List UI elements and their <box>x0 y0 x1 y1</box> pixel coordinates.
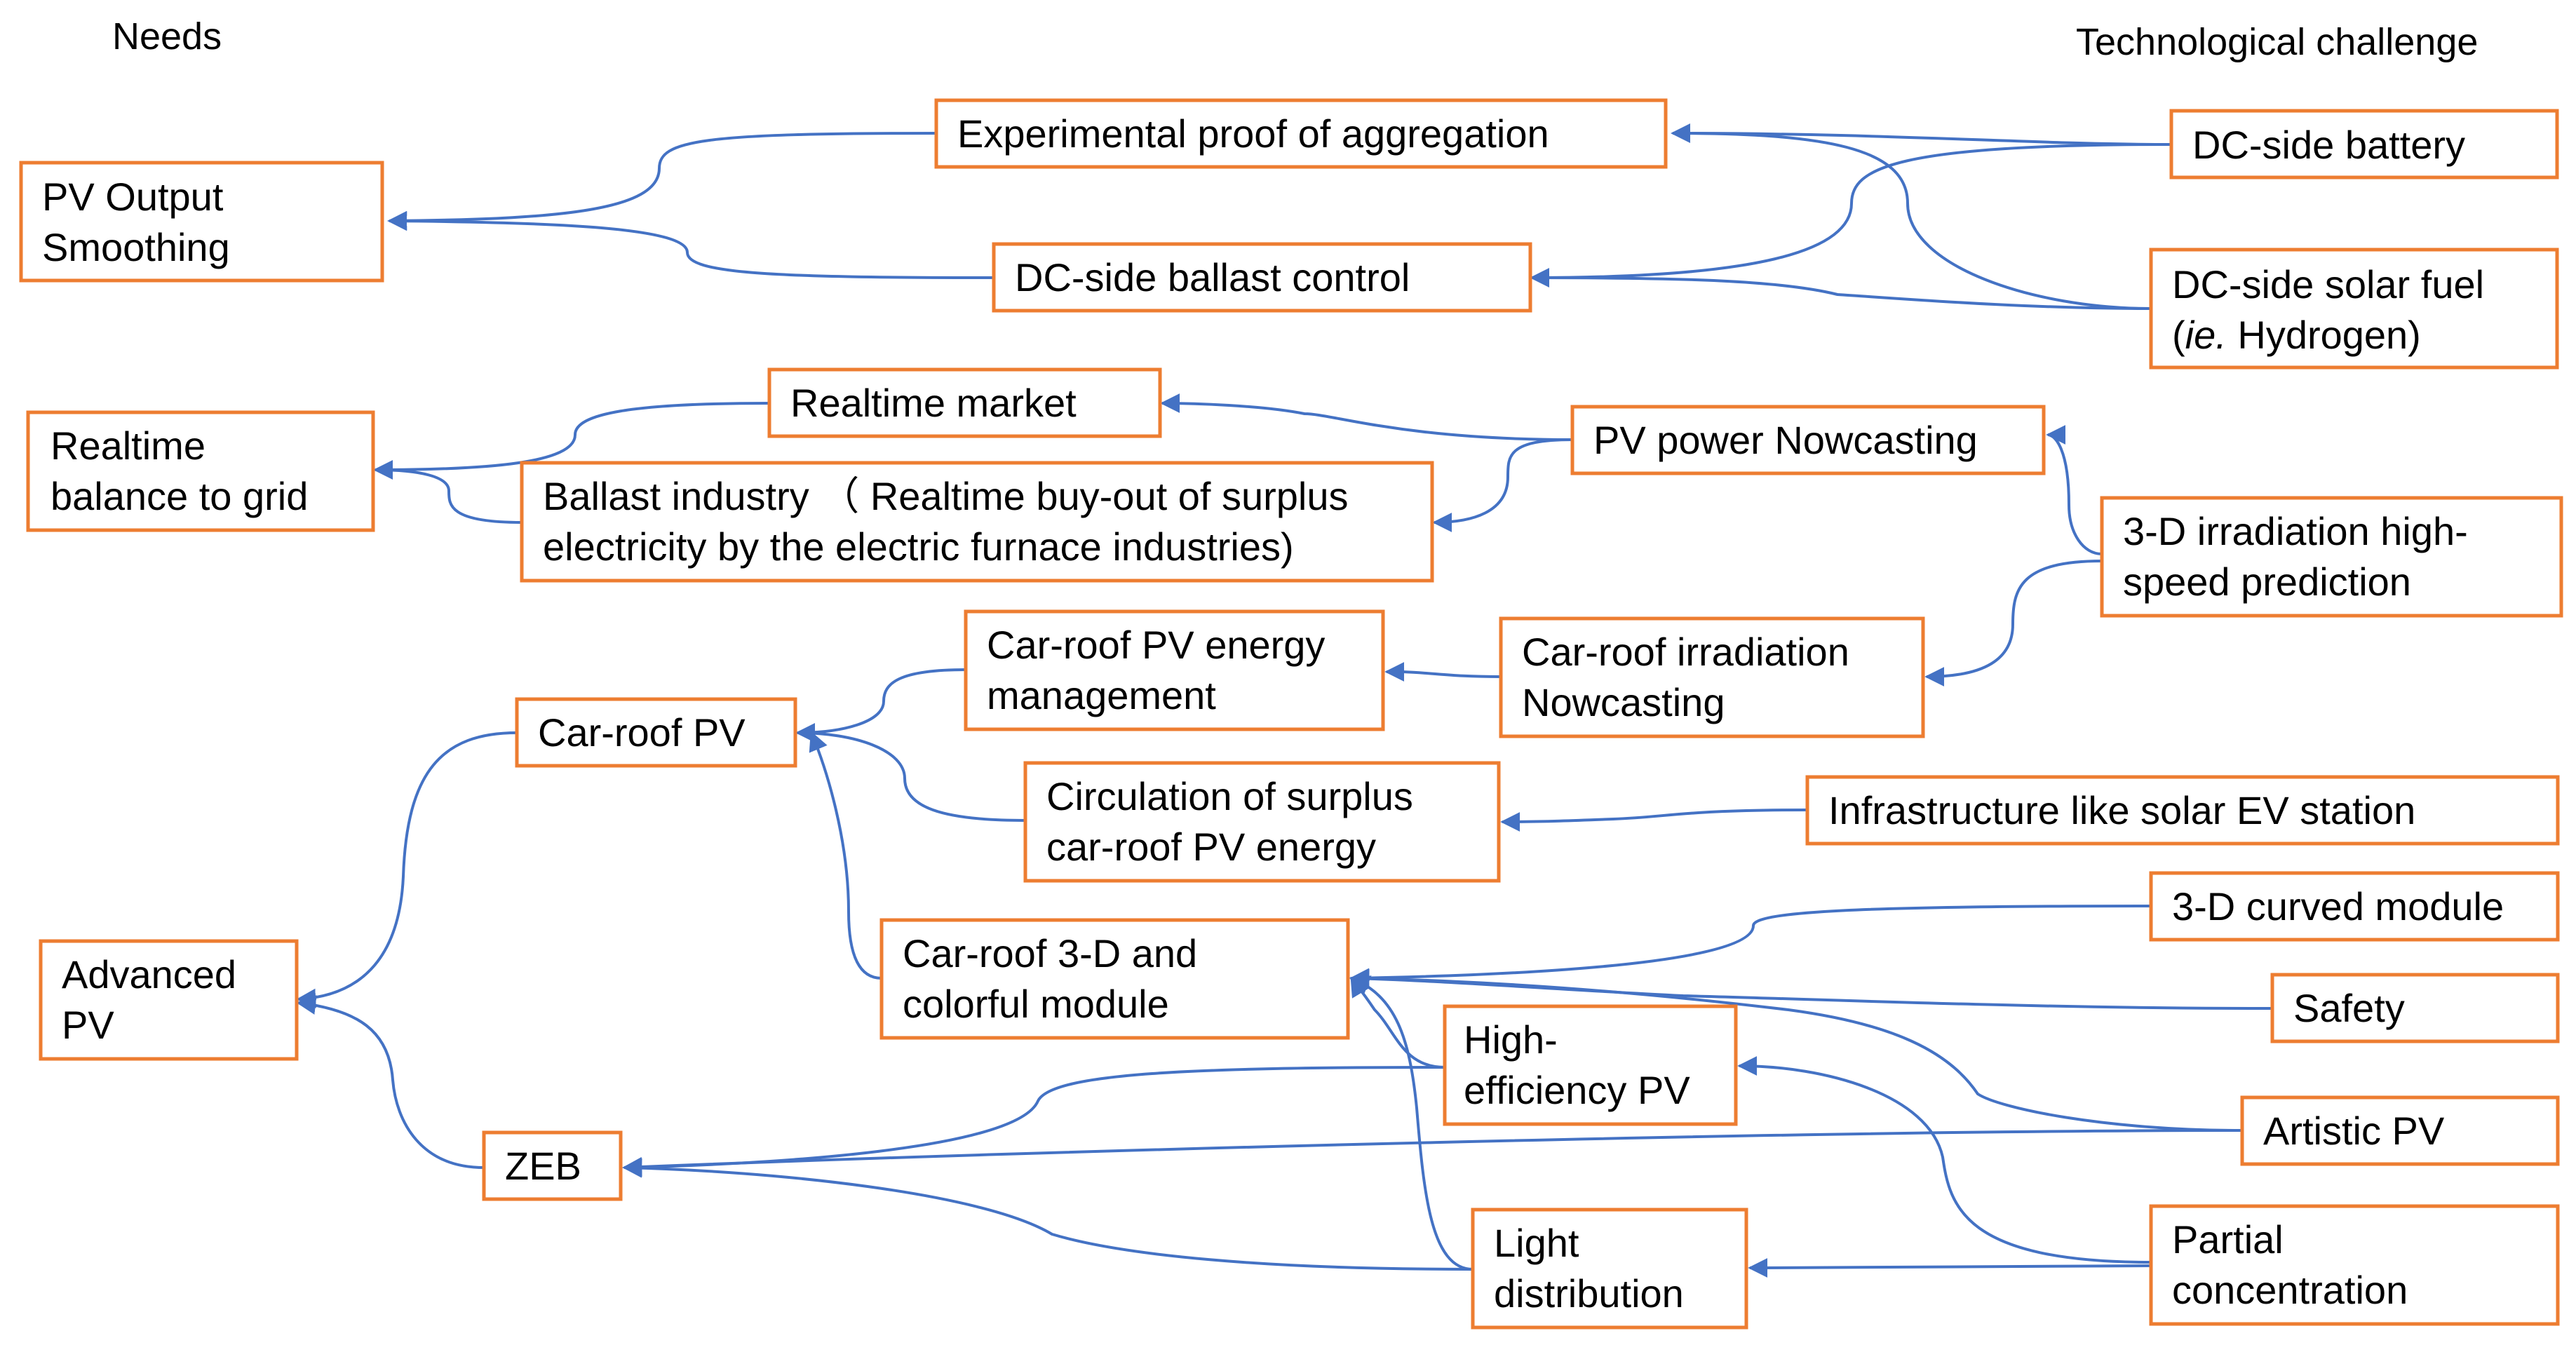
edge-market-to-balance <box>373 402 770 480</box>
edge-car-irradiation-to-energy-mgmt <box>1384 662 1502 682</box>
node-label-line: electricity by the electric furnace indu… <box>543 525 1294 569</box>
node-label-line: (ie. Hydrogen) <box>2172 313 2421 357</box>
node-curved-module: 3-D curved module <box>2149 871 2560 942</box>
tech-challenge-header: Technological challenge <box>2076 21 2478 63</box>
node-label-line: Car-roof 3-D and <box>903 931 1197 975</box>
node-label-line: 3-D irradiation high- <box>2123 509 2468 553</box>
node-realtime-market: Realtime market <box>767 367 1162 438</box>
node-partial-concentration: Partial concentration <box>2149 1204 2560 1326</box>
node-light-distribution: Light distribution <box>1471 1208 1748 1330</box>
edge-experimental-to-smoothing <box>387 132 937 231</box>
node-label-line: Experimental proof of aggregation <box>957 111 1549 156</box>
edge-artistic-to-3d-module <box>1349 968 2243 1132</box>
node-realtime-balance: Realtime balance to grid <box>26 410 375 532</box>
node-label-line: speed prediction <box>2123 560 2411 604</box>
edge-concentration-to-light <box>1748 1257 2152 1278</box>
edge-ballast-industry-to-balance <box>373 460 522 524</box>
edge-ballast-control-to-smoothing <box>387 211 994 279</box>
edge-solar-fuel-to-experimental <box>1671 123 2152 310</box>
edge-artistic-to-zeb <box>622 1129 2243 1177</box>
node-label-line: PV <box>62 1003 114 1047</box>
node-car-roof-irradiation: Car-roof irradiation Nowcasting <box>1499 616 1925 738</box>
node-label-line: Light <box>1494 1221 1579 1265</box>
edge-circulation-to-car-roof-pv <box>795 723 1026 822</box>
node-label-line: Car-roof irradiation <box>1522 630 1849 674</box>
node-label-line: Partial <box>2172 1217 2284 1262</box>
node-label-line: Car-roof PV energy <box>987 623 1325 667</box>
node-high-efficiency-pv: High- efficiency PV <box>1443 1004 1738 1126</box>
node-label-line: DC-side solar fuel <box>2172 262 2484 306</box>
node-car-roof-energy-mgmt: Car-roof PV energy management <box>964 609 1385 731</box>
node-label-line: DC-side battery <box>2192 123 2465 167</box>
node-label-line: car-roof PV energy <box>1046 825 1376 869</box>
node-label-line: ZEB <box>505 1144 581 1188</box>
node-ballast-industry: Ballast industry （ Realtime buy-out of s… <box>520 461 1434 583</box>
node-label-line: concentration <box>2172 1268 2408 1312</box>
edge-prediction-to-nowcasting <box>2046 425 2103 555</box>
edge-zeb-to-advanced <box>296 995 485 1169</box>
node-label-line: Ballast industry （ Realtime buy-out of s… <box>543 474 1349 518</box>
edge-battery-to-ballast-control <box>1530 143 2172 288</box>
edge-concentration-to-high-eff <box>1737 1056 2152 1264</box>
edge-energy-mgmt-to-car-roof-pv <box>795 668 966 743</box>
node-label-line: High- <box>1464 1018 1558 1062</box>
node-label-line: PV power Nowcasting <box>1593 418 1978 462</box>
node-car-roof-3d-module: Car-roof 3-D and colorful module <box>879 918 1350 1040</box>
node-label-line: Realtime <box>50 424 205 468</box>
node-label-line: Advanced <box>62 952 236 996</box>
edge-nowcasting-to-market <box>1160 393 1573 441</box>
node-label-line: efficiency PV <box>1464 1068 1690 1112</box>
edge-curved-to-3d-module <box>1349 905 2152 988</box>
node-zeb: ZEB <box>482 1130 623 1201</box>
node-label-line: Realtime market <box>790 381 1077 425</box>
edge-car-roof-pv-to-advanced <box>296 731 518 1008</box>
node-pv-nowcasting: PV power Nowcasting <box>1570 405 2046 475</box>
edge-solar-fuel-to-ballast-control <box>1530 268 2152 310</box>
node-car-roof-pv: Car-roof PV <box>515 697 797 768</box>
edge-light-to-3d-module <box>1349 975 1474 1271</box>
node-label-line: Circulation of surplus <box>1046 774 1413 818</box>
node-label-line: distribution <box>1494 1271 1684 1316</box>
node-label-line: PV Output <box>42 175 224 219</box>
node-label-line: Nowcasting <box>1522 680 1725 724</box>
needs-header: Needs <box>112 15 222 58</box>
node-dc-battery: DC-side battery <box>2169 109 2559 180</box>
node-label-line: Artistic PV <box>2263 1109 2445 1153</box>
edge-3d-module-to-car-roof-pv <box>809 731 882 980</box>
node-advanced-pv: Advanced PV <box>39 939 299 1061</box>
node-label-line: Safety <box>2293 986 2405 1030</box>
node-label-line: Car-roof PV <box>538 710 746 755</box>
node-label-line: colorful module <box>903 982 1169 1026</box>
node-label-line: Smoothing <box>42 225 230 269</box>
node-label-line: balance to grid <box>50 474 308 518</box>
node-dc-ballast-control: DC-side ballast control <box>992 242 1532 313</box>
node-irradiation-prediction: 3-D irradiation high- speed prediction <box>2100 496 2563 618</box>
node-experimental-proof: Experimental proof of aggregation <box>934 98 1668 169</box>
edge-light-to-zeb <box>622 1158 1474 1271</box>
node-safety: Safety <box>2270 973 2560 1043</box>
node-infrastructure-ev: Infrastructure like solar EV station <box>1805 775 2560 846</box>
node-label-line: management <box>987 673 1216 717</box>
edge-nowcasting-to-ballast-industry <box>1432 438 1573 532</box>
edge-prediction-to-car-irradiation <box>1924 560 2103 687</box>
edges <box>296 123 2273 1278</box>
node-circulation-surplus: Circulation of surplus car-roof PV energ… <box>1023 761 1501 883</box>
node-label-line: 3-D curved module <box>2172 884 2504 928</box>
node-pv-output-smoothing: PV Output Smoothing <box>19 161 384 283</box>
node-label-line: Infrastructure like solar EV station <box>1828 788 2415 832</box>
node-dc-solar-fuel: DC-side solar fuel (ie. Hydrogen) <box>2149 248 2559 370</box>
node-label-line: DC-side ballast control <box>1015 255 1410 299</box>
edge-infrastructure-to-circulation <box>1500 809 1808 832</box>
node-artistic-pv: Artistic PV <box>2240 1095 2560 1166</box>
